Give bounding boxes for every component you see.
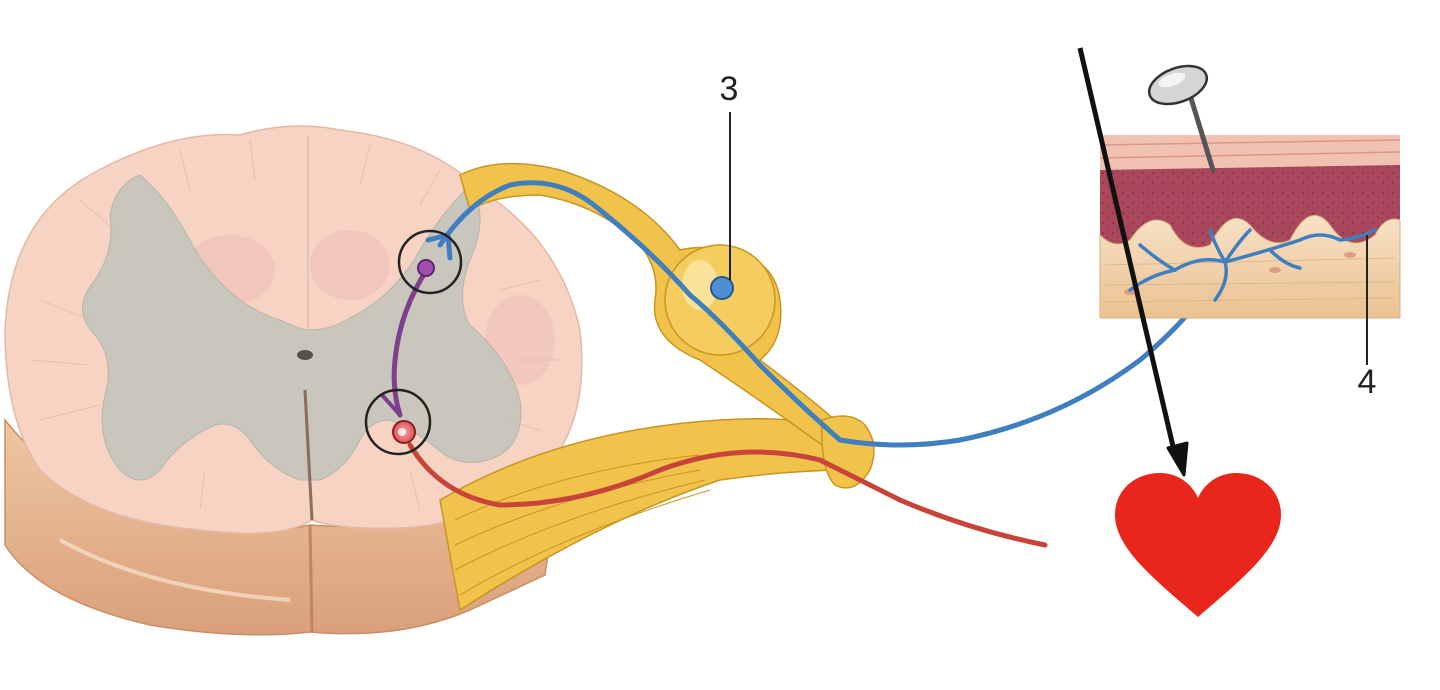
dermis [1099, 215, 1401, 319]
label-receptor: 4 [1358, 235, 1377, 401]
spinal-nerve [439, 162, 875, 612]
sensory-synapse-arrow [425, 232, 453, 261]
label-ganglion-text: 3 [720, 70, 739, 108]
label-receptor-text: 4 [1358, 363, 1377, 401]
arrow [1077, 47, 1189, 477]
synapse-circle-sensory [397, 229, 463, 295]
synapse-circle-motor [364, 388, 432, 456]
label-ganglion: 3 [720, 70, 739, 280]
motor-neuron-axon [407, 442, 1048, 548]
heart-icon [1115, 473, 1281, 617]
sensory-receptor-branches [1128, 228, 1377, 302]
white-matter-striations [29, 139, 560, 511]
interneuron-cell-body [417, 259, 435, 277]
interneuron-terminal [380, 393, 402, 417]
sensory-neuron-axon [437, 180, 1228, 448]
central-canal [297, 350, 313, 360]
spinal-cord-side-groove [308, 524, 314, 633]
white-matter-shading [310, 230, 390, 300]
gray-matter [82, 174, 522, 481]
pin-icon [1147, 64, 1216, 173]
anterior-median-fissure [303, 389, 314, 521]
sensory-neuron-cell-body [710, 276, 734, 300]
ventral-rootlets [454, 454, 711, 596]
dorsal-root-ganglion [664, 244, 776, 356]
spinal-nerve-trunk [821, 415, 875, 489]
spinal-cord-side-highlight [59, 538, 291, 602]
skin-section [1099, 135, 1401, 319]
interneuron-axon [391, 265, 431, 418]
dermis-texture [1104, 257, 1396, 303]
spinal-cord [4, 125, 583, 636]
